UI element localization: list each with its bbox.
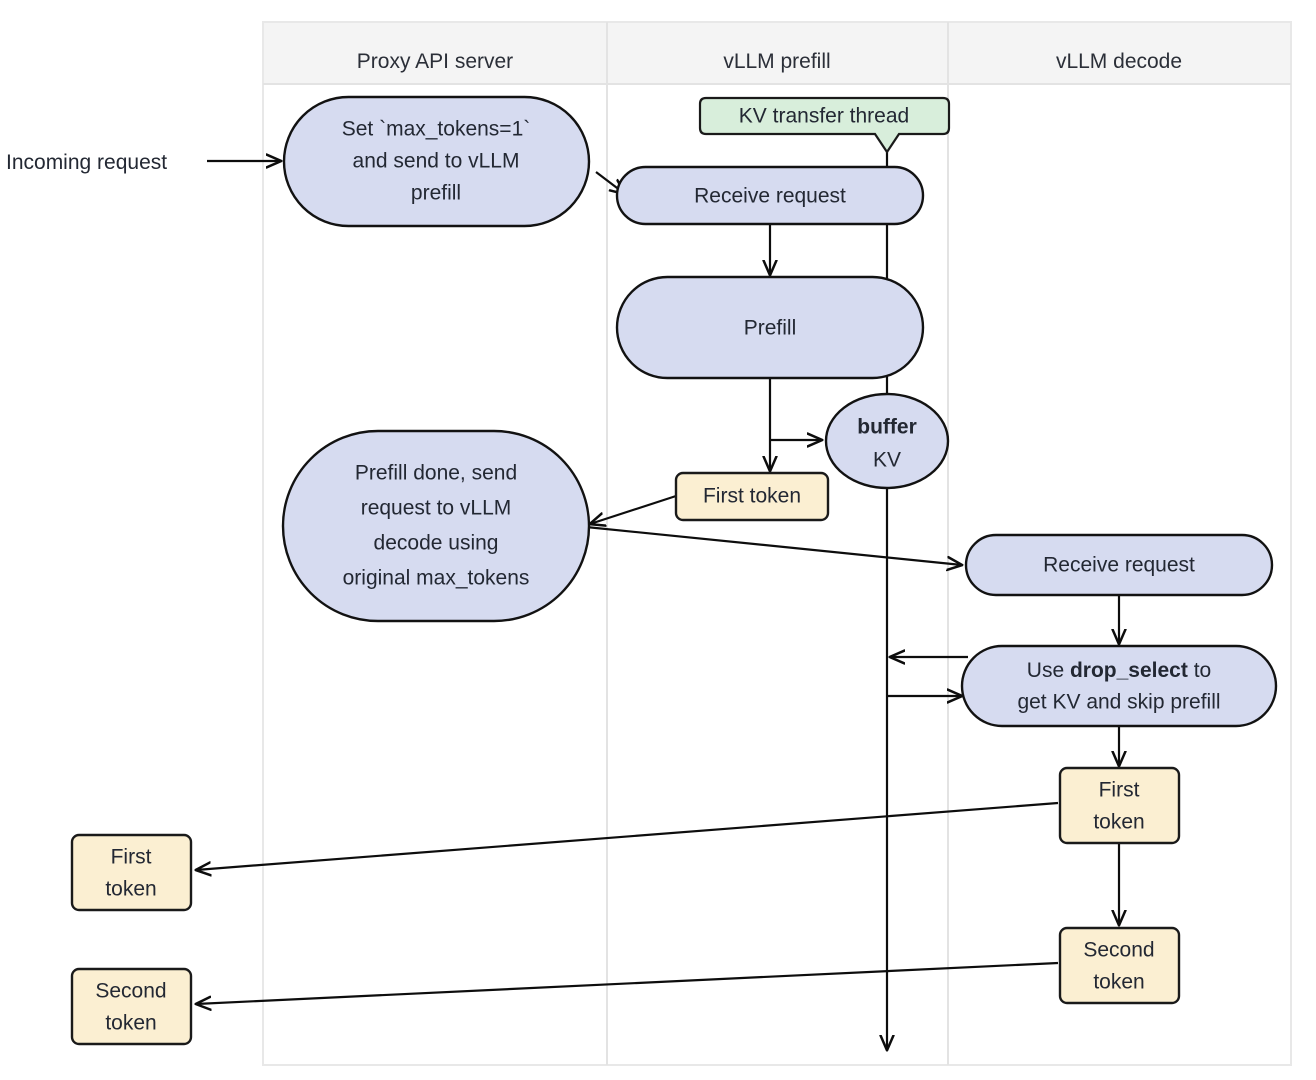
- drop-select-seg-2: to: [1188, 659, 1211, 682]
- node-kv-transfer-thread-shape[interactable]: [698, 96, 951, 154]
- node-prefill-done[interactable]: Prefill done, send request to vLLM decod…: [281, 429, 591, 623]
- node-decode-receive-request[interactable]: Receive request: [964, 533, 1274, 597]
- node-decode-second-token[interactable]: Second token: [1058, 926, 1181, 1005]
- edge-proxy-to-decode-receive: [585, 525, 962, 565]
- edges-layer: [196, 152, 1119, 1050]
- drop-select-seg-1: drop_select: [1070, 659, 1188, 682]
- node-out-second-token-shape[interactable]: [70, 967, 193, 1046]
- node-out-first-token[interactable]: First token: [70, 833, 193, 912]
- node-out-first-token-shape[interactable]: [70, 833, 193, 912]
- node-prefill-done-line-1: request to vLLM: [361, 497, 512, 520]
- node-out-first-token-line-0: First: [111, 846, 152, 869]
- node-decode-first-token[interactable]: First token: [1058, 766, 1181, 845]
- node-prefill-done-shape[interactable]: [281, 429, 591, 623]
- node-set-max-tokens-line-2: prefill: [411, 182, 461, 205]
- edge-first-token-to-proxy: [590, 494, 677, 524]
- lane-title-decode: vLLM decode: [1056, 50, 1182, 73]
- edge-first-token-output: [196, 801, 1059, 870]
- node-decode-second-token-line-1: token: [1093, 971, 1144, 994]
- node-prefill-receive-request-label: Receive request: [694, 185, 846, 208]
- node-prefill-done-line-2: decode using: [374, 532, 499, 555]
- node-prefill-receive-request-shape[interactable]: [615, 165, 925, 226]
- node-kv-transfer-thread-label: KV transfer thread: [739, 105, 909, 128]
- node-kv-transfer-thread[interactable]: KV transfer thread: [698, 96, 951, 154]
- node-decode-first-token-shape[interactable]: [1058, 766, 1181, 845]
- node-decode-first-token-line-0: First: [1099, 779, 1140, 802]
- lane-title-prefill: vLLM prefill: [723, 50, 830, 73]
- swimlane-header-band: [262, 21, 1292, 85]
- node-set-max-tokens-line-0: Set `max_tokens=1`: [342, 118, 531, 141]
- node-decode-second-token-shape[interactable]: [1058, 926, 1181, 1005]
- node-drop-select-line-1: get KV and skip prefill: [1017, 691, 1220, 714]
- node-set-max-tokens-shape[interactable]: [282, 95, 591, 228]
- node-buffer-kv-line-1: KV: [873, 449, 901, 472]
- edge-second-token-output: [196, 961, 1059, 1004]
- node-decode-receive-request-shape[interactable]: [964, 533, 1274, 597]
- node-out-second-token[interactable]: Second token: [70, 967, 193, 1046]
- node-prefill-receive-request[interactable]: Receive request: [615, 165, 925, 226]
- node-prefill-done-line-0: Prefill done, send: [355, 462, 517, 485]
- node-prefill-done-line-3: original max_tokens: [343, 567, 530, 590]
- node-decode-second-token-line-0: Second: [1083, 939, 1154, 962]
- node-decode-first-token-line-1: token: [1093, 811, 1144, 834]
- node-out-first-token-line-1: token: [105, 878, 156, 901]
- node-set-max-tokens[interactable]: Set `max_tokens=1` and send to vLLM pref…: [282, 95, 591, 228]
- label-incoming-request: Incoming request: [6, 151, 167, 174]
- node-buffer-kv-line-0: buffer: [857, 416, 917, 439]
- node-prefill-first-token-label: First token: [703, 485, 801, 508]
- node-prefill-shape[interactable]: [615, 275, 925, 380]
- node-out-second-token-line-1: token: [105, 1012, 156, 1035]
- node-prefill-first-token-shape[interactable]: [674, 471, 830, 522]
- node-prefill[interactable]: Prefill: [615, 275, 925, 380]
- node-drop-select-line-0: Use drop_select to: [1027, 659, 1211, 682]
- node-drop-select-shape[interactable]: [960, 644, 1278, 728]
- node-buffer-kv[interactable]: buffer KV: [824, 392, 950, 490]
- drop-select-seg-0: Use: [1027, 659, 1070, 682]
- node-set-max-tokens-line-1: and send to vLLM: [353, 150, 520, 173]
- node-drop-select[interactable]: Use drop_select to get KV and skip prefi…: [960, 644, 1278, 728]
- node-buffer-kv-shape[interactable]: [824, 392, 950, 490]
- node-decode-receive-request-label: Receive request: [1043, 554, 1195, 577]
- lane-title-proxy: Proxy API server: [357, 50, 513, 73]
- node-prefill-first-token[interactable]: First token: [674, 471, 830, 522]
- node-prefill-label: Prefill: [744, 317, 797, 340]
- node-out-second-token-line-0: Second: [95, 980, 166, 1003]
